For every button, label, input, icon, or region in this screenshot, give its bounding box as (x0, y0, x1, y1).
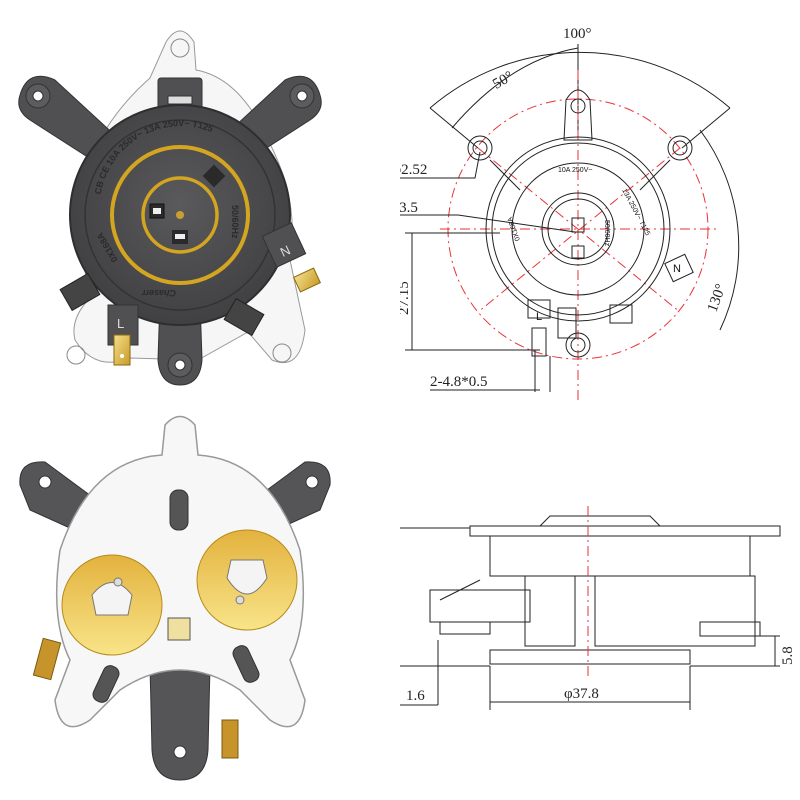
dim-height-offset: 27.15 (400, 281, 412, 315)
drawing-frequency: 50/60Hz (603, 220, 610, 247)
drawing-rating-top: 10A 250V~ (558, 167, 592, 174)
drawing-terminal-l: L (536, 311, 542, 323)
top-view-render: CB CE 10A 250V~ 13A 250V~ T125 50/60Hz 0… (0, 0, 400, 400)
dim-angle-100: 100° (563, 26, 592, 42)
center-pin (176, 211, 184, 219)
side-drawing-svg: 26.5 5.8 1.6 φ37.8 (400, 506, 796, 710)
dim-holes: 3-φ2.52 (400, 162, 427, 178)
drawing-rating-side: 13A 250V~ T125 (620, 188, 651, 237)
angle-100-arc (429, 51, 731, 109)
outer-contact-ring (110, 145, 250, 285)
dim-circle-dia: φ63.5 (400, 200, 418, 216)
bottom-terminals (32, 637, 239, 759)
drawing-terminal-n: N (673, 263, 681, 275)
terminal-n: N (261, 222, 322, 293)
side-view-drawing: 26.5 5.8 1.6 φ37.8 (400, 400, 800, 800)
top-view-drawing: 100° 50° 130° (400, 0, 800, 400)
brand-marking: Chaserr (141, 288, 176, 298)
frequency-marking: 50/60Hz (230, 205, 240, 239)
dim-step: 1.6 (406, 688, 425, 704)
top-render-illustration: CB CE 10A 250V~ 13A 250V~ T125 50/60Hz 0… (18, 30, 322, 386)
dim-angle-50: 50° (490, 68, 516, 92)
top-drawing-svg: 100° 50° 130° (400, 26, 740, 400)
bottom-view-render (0, 400, 400, 800)
contact-right (196, 529, 298, 631)
bottom-render-illustration (19, 415, 331, 781)
dim-terminal-size: 2-4.8*0.5 (430, 374, 488, 390)
contact-left (61, 554, 163, 656)
terminal-l-label: L (117, 316, 124, 331)
angle-130-arc (699, 129, 740, 331)
dim-angle-130: 130° (705, 282, 730, 314)
dim-base-height: 5.8 (780, 646, 796, 665)
dim-base-dia: φ37.8 (564, 686, 599, 702)
inner-contact-ring (141, 176, 219, 254)
angle-50-arc (451, 47, 579, 129)
terminal-l: L (107, 304, 139, 366)
